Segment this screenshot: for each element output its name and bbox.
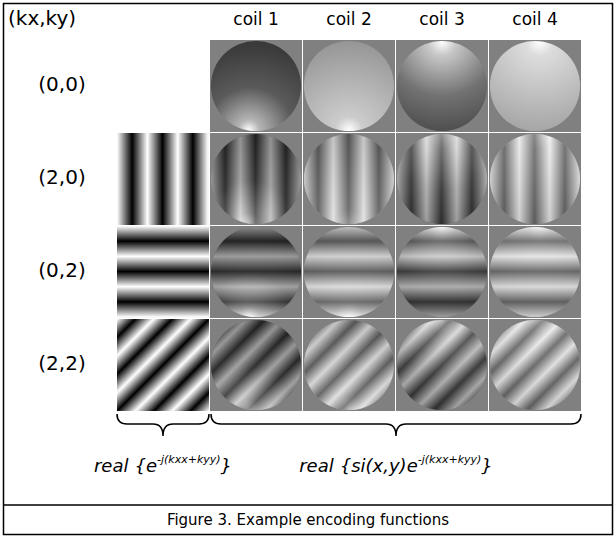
cell-background [396,226,488,318]
coil-sensitivity [303,40,395,132]
axis-header: (kx,ky) [8,7,76,30]
encoding-cell [489,226,581,318]
cell-background [489,319,581,411]
modulated-pattern [210,226,302,318]
cell-background [489,40,581,132]
cell-background [303,226,395,318]
encoding-cell [210,40,302,132]
cell-background [210,40,302,132]
formula-part: real [94,455,129,476]
column-header: coil 4 [512,10,557,30]
fourier-pattern [117,133,209,225]
figure-caption: Figure 3. Example encoding functions [167,511,449,529]
row-header: (2,2) [38,352,85,375]
formula: real {si(x,y)e-j(kxx+kyy)} [299,455,493,477]
modulated-pattern [489,133,581,225]
fourier-pattern [117,319,209,411]
cell-background [210,133,302,225]
modulated-pattern [396,226,488,318]
encoding-cell [117,133,209,225]
cell-background [210,319,302,411]
encoding-cell [489,133,581,225]
column-header: coil 1 [233,10,278,30]
cell-background [303,319,395,411]
formula-part: {si(x,y)e [340,455,418,476]
row-header: (0,2) [38,259,85,282]
encoding-cell [117,40,209,132]
formula-part: real [299,455,334,476]
modulated-pattern [210,319,302,411]
coil-sensitivity [210,226,302,318]
coil-sensitivity [396,226,488,318]
encoding-cell [210,226,302,318]
cell-background [489,226,581,318]
column-header: coil 3 [419,10,464,30]
modulated-pattern [303,133,395,225]
encoding-cell [303,133,395,225]
coil-sensitivity [489,226,581,318]
coil-sensitivity [303,133,395,225]
encoding-cell [210,319,302,411]
coil-sensitivity [303,226,395,318]
fourier-pattern [117,226,209,318]
encoding-cell [210,133,302,225]
curly-bracket [117,414,209,436]
modulated-pattern [396,133,488,225]
formula-exponent: -j(kxx+kyy) [157,453,221,466]
formula-exponent: -j(kxx+kyy) [418,453,482,466]
coil-sensitivity [210,133,302,225]
coil-sensitivity [489,40,581,132]
formula-part: } [481,455,492,476]
row-header: (2,0) [38,166,85,189]
coil-sensitivity [303,319,395,411]
cell-background [396,133,488,225]
row-header: (0,0) [38,73,85,96]
encoding-cell [396,40,488,132]
modulated-pattern [489,226,581,318]
cell-background [396,319,488,411]
curly-bracket [211,414,581,436]
cell-background [303,133,395,225]
formula-part: } [221,455,232,476]
caption-rule [4,504,613,506]
encoding-cell [117,319,209,411]
coil-sensitivity [210,40,302,132]
coil-sensitivity [396,319,488,411]
modulated-pattern [303,226,395,318]
modulated-pattern [210,133,302,225]
coil-sensitivity [396,40,488,132]
coil-sensitivity [489,133,581,225]
encoding-cell [303,40,395,132]
encoding-cell [489,319,581,411]
cell-background [489,133,581,225]
encoding-cell [303,319,395,411]
encoding-cell [489,40,581,132]
encoding-cell [303,226,395,318]
cell-background [303,40,395,132]
coil-sensitivity [489,319,581,411]
modulated-pattern [303,319,395,411]
formula-part: {e [134,455,157,476]
fourier-pattern [117,40,209,132]
figure-frame [4,4,613,535]
encoding-cell [396,133,488,225]
cell-background [396,40,488,132]
encoding-cell [117,226,209,318]
formula: real{e-j(kxx+kyy)} [94,455,232,477]
encoding-cell [396,226,488,318]
encoding-grid [117,40,581,411]
modulated-pattern [396,319,488,411]
coil-sensitivity [396,133,488,225]
modulated-pattern [489,319,581,411]
column-header: coil 2 [326,10,371,30]
cell-background [210,226,302,318]
coil-sensitivity [210,319,302,411]
encoding-cell [396,319,488,411]
